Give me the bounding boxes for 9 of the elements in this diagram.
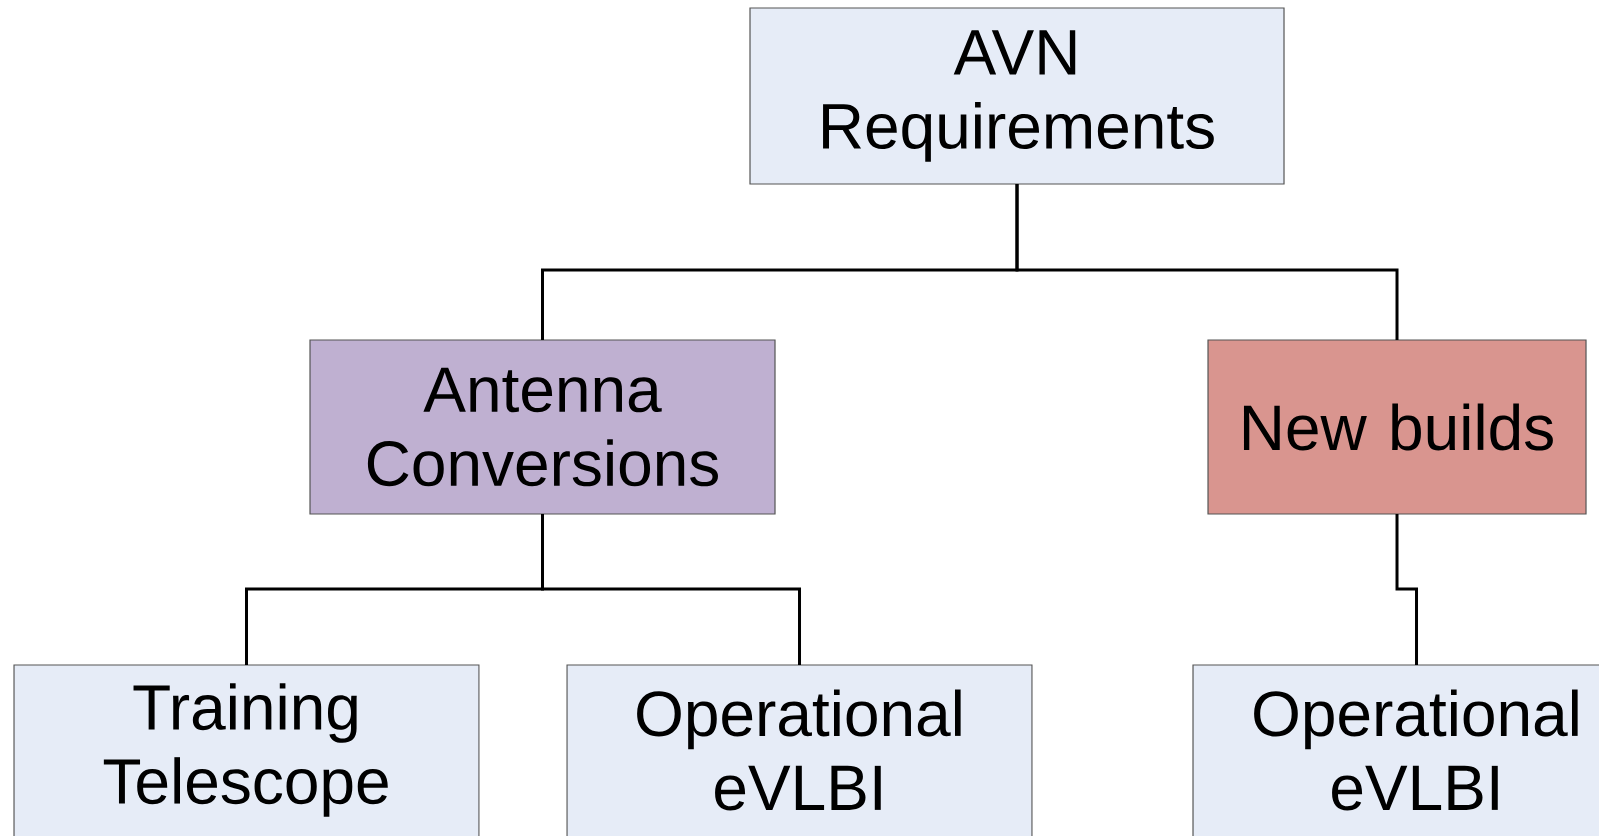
connector-line (541, 514, 801, 665)
process-box: Operational eVLBI (566, 664, 1033, 836)
process-box: AVN Requirements (749, 7, 1285, 185)
process-box: Antenna Conversions (309, 339, 776, 515)
process-box: New builds (1207, 339, 1587, 515)
process-box: Training Telescope (13, 664, 480, 836)
connector-line (1015, 184, 1399, 340)
process-box: Operational eVLBI (1192, 664, 1599, 836)
connector-line (1395, 514, 1418, 665)
